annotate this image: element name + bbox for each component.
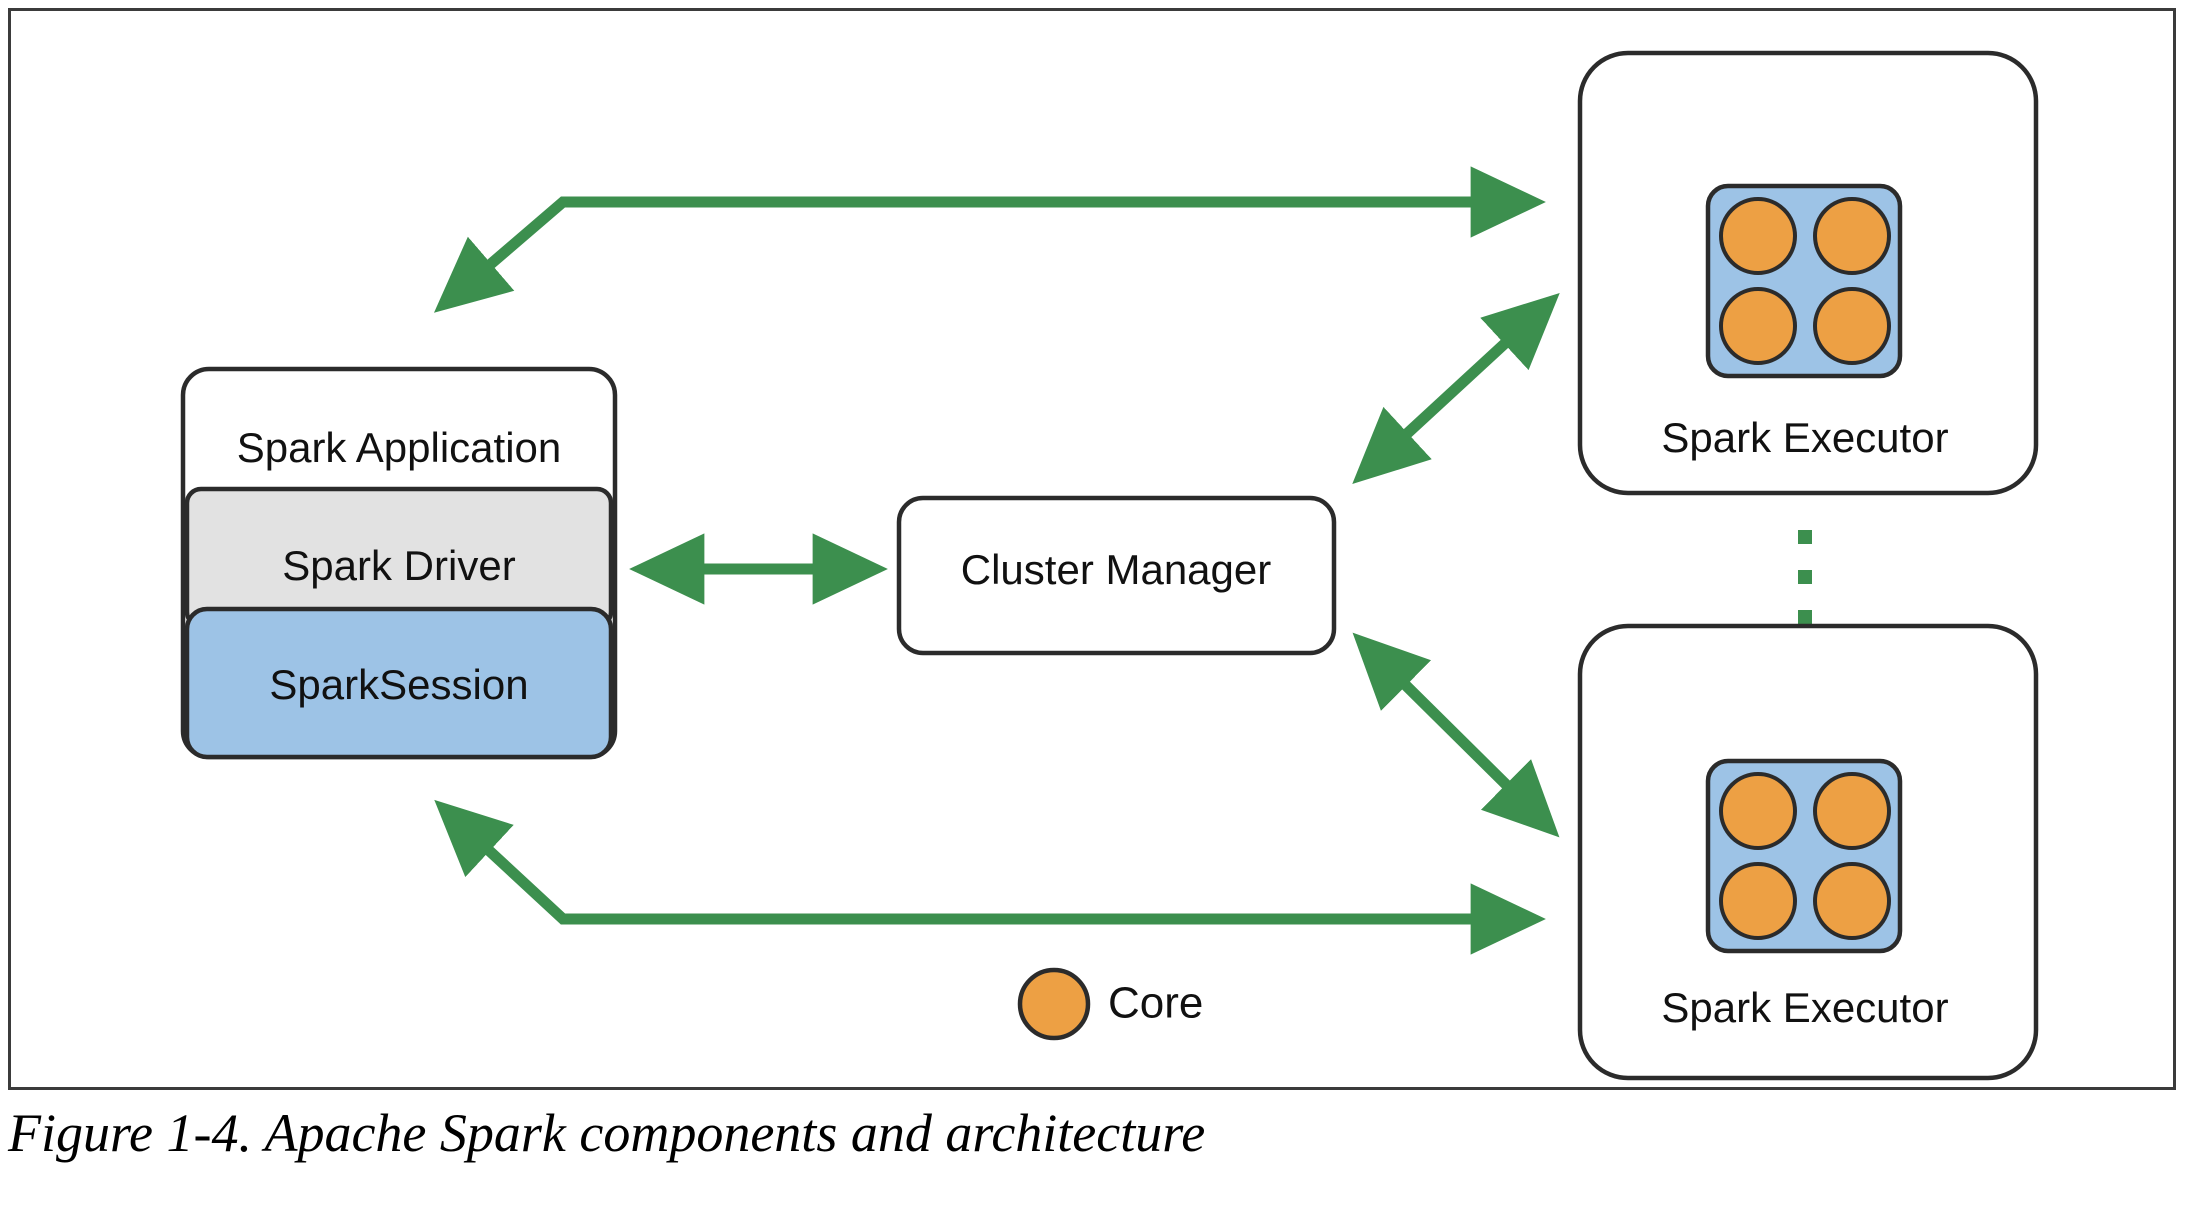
node-spark-session[interactable]: SparkSession bbox=[184, 606, 614, 760]
core-icon bbox=[1719, 772, 1797, 850]
ellipsis-dot bbox=[1798, 570, 1812, 584]
cluster-manager-box[interactable] bbox=[896, 495, 1337, 656]
connector-cluster-manager-to-executor-bottom bbox=[1352, 632, 1560, 838]
connector-spark-application-to-executor-top bbox=[433, 166, 1546, 313]
spark-architecture-diagram: Spark Application Spark Driver SparkSess… bbox=[180, 50, 2039, 1081]
core-icon bbox=[1813, 772, 1891, 850]
node-executor-bottom[interactable]: Spark Executor bbox=[1577, 623, 2039, 1081]
ellipsis-dot bbox=[1798, 530, 1812, 544]
node-executor-top[interactable]: Spark Executor bbox=[1577, 50, 2039, 496]
legend-core-label: Core bbox=[1108, 979, 1203, 1028]
spark-driver-label: Spark Driver bbox=[282, 542, 515, 589]
spark-session-box[interactable] bbox=[184, 606, 614, 760]
ellipsis-dot bbox=[1798, 610, 1812, 624]
core-icon bbox=[1719, 862, 1797, 940]
core-icon bbox=[1813, 197, 1891, 275]
spark-session-label: SparkSession bbox=[269, 661, 528, 708]
core-swatch-icon bbox=[1017, 967, 1091, 1041]
node-spark-driver[interactable]: Spark Driver bbox=[184, 486, 614, 629]
executor-top-core-panel bbox=[1705, 183, 1903, 379]
executor-ellipsis bbox=[1798, 530, 1812, 624]
core-icon bbox=[1813, 862, 1891, 940]
spark-application-label: Spark Application bbox=[237, 424, 562, 471]
connector-cluster-manager-to-executor-top bbox=[1352, 292, 1560, 485]
executor-bottom-label: Spark Executor bbox=[1661, 984, 1948, 1031]
figure-caption: Figure 1-4. Apache Spark components and … bbox=[8, 1103, 1206, 1163]
node-cluster-manager[interactable]: Cluster Manager bbox=[896, 495, 1337, 656]
executor-top-label: Spark Executor bbox=[1661, 414, 1948, 461]
cluster-manager-label: Cluster Manager bbox=[961, 546, 1271, 593]
core-icon bbox=[1813, 287, 1891, 365]
legend-core: Core bbox=[1017, 967, 1203, 1041]
figure-frame: Spark Application Spark Driver SparkSess… bbox=[8, 8, 2176, 1090]
executor-bottom-core-panel bbox=[1705, 758, 1903, 954]
connector-executor-bottom-to-spark-application bbox=[434, 799, 1546, 955]
core-icon bbox=[1719, 197, 1797, 275]
core-icon bbox=[1719, 287, 1797, 365]
